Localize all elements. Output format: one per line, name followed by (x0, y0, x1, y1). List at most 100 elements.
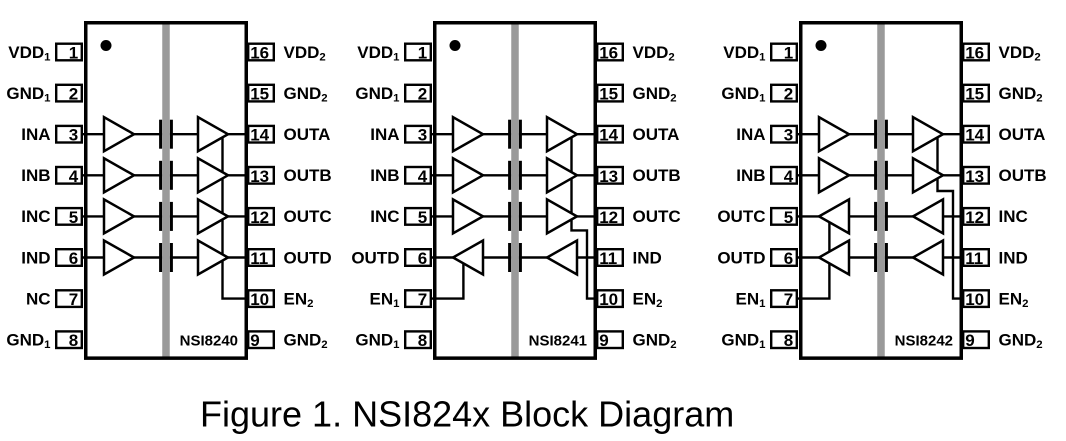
pin-14: 14 OUTA (596, 124, 680, 145)
pin-5-box (404, 206, 433, 226)
pin-6: 6 IND (21, 247, 84, 268)
pin-4: 4 INB (736, 165, 799, 186)
pin-11-box (246, 247, 275, 267)
pin-7-box (55, 289, 84, 309)
pin-10-number: 10 (965, 290, 984, 309)
pin-8-label-main: GND (721, 331, 759, 350)
pin-3-box (55, 124, 84, 144)
barrier-cap-c-left (508, 201, 512, 231)
barrier-caps (508, 119, 522, 272)
pin-8-label-main: GND (355, 331, 393, 350)
pin-7-number: 7 (418, 290, 427, 309)
barrier-cap-b-right (518, 160, 522, 190)
pin-13-label-main: OUTB (284, 166, 332, 185)
pin-6-box (770, 247, 799, 267)
pin-11: 11 OUTD (246, 247, 332, 268)
pin-9: 9 GND2 (246, 330, 328, 351)
pin-9-label: GND2 (999, 331, 1043, 352)
part-number-label: NSI8242 (895, 333, 953, 350)
pin-13-box (246, 165, 275, 185)
pin-7-number: 7 (69, 290, 78, 309)
pin-13-label: OUTB (999, 166, 1047, 185)
pin-2-label: GND1 (6, 84, 51, 105)
pin-8-label-subscript: 1 (393, 339, 400, 351)
pin-4-box (55, 165, 84, 185)
pin-15-box (246, 83, 275, 103)
pin-7-label: EN1 (736, 289, 767, 310)
pin-11-number: 11 (250, 249, 268, 268)
pin-1-number: 1 (784, 44, 793, 63)
buffer-c-right (196, 197, 231, 236)
pin-16-box (962, 42, 991, 62)
buffer-d-right (544, 238, 579, 277)
pin-2-box (55, 83, 84, 103)
buffer-c-right (545, 197, 580, 236)
pin-4-number: 4 (784, 167, 794, 186)
pin-8-label-main: GND (6, 331, 44, 350)
pin-8: 8 GND1 (355, 330, 433, 351)
buffer-b-right (545, 156, 580, 195)
pin-10-label-main: EN (633, 289, 657, 308)
pin-6-label-main: IND (21, 248, 50, 267)
isolation-barrier (162, 24, 170, 357)
barrier-cap-b-left (159, 160, 163, 190)
pin-7: 7 EN1 (736, 289, 799, 310)
pin-12-label-main: INC (999, 207, 1028, 226)
pin-13: 13 OUTB (246, 165, 332, 186)
pin-12-number: 12 (250, 208, 269, 227)
pin-5-label-main: OUTC (717, 207, 765, 226)
pin-15: 15 GND2 (596, 83, 677, 105)
pin-14-label: OUTA (284, 125, 331, 144)
pin-13-box (962, 165, 991, 185)
pin-16-label-main: VDD (999, 43, 1035, 62)
pin-3-number: 3 (418, 126, 427, 145)
pin-12-box (596, 206, 625, 226)
isolation-barrier (877, 24, 885, 357)
pin-5-label-main: INC (21, 207, 50, 226)
pin-2: 2 GND1 (6, 83, 84, 105)
pin-2-box (404, 83, 433, 103)
pin-5-label: INC (370, 207, 399, 226)
pin-14-label: OUTA (999, 125, 1046, 144)
pin-12: 12 OUTC (246, 206, 332, 227)
pin-13-box (596, 165, 625, 185)
pin-13-label-main: OUTB (633, 166, 681, 185)
pin-1-label-subscript: 1 (759, 52, 766, 64)
pin-12-label: OUTC (633, 207, 681, 226)
pin-1-label: VDD1 (357, 43, 400, 64)
pin-10-label-main: EN (284, 289, 308, 308)
pin-14-label-main: OUTA (633, 125, 680, 144)
pin-3: 3 INA (370, 124, 433, 145)
pin1-marker-dot (449, 40, 461, 51)
pin-11-label-main: IND (633, 248, 662, 267)
pin-8-box (404, 330, 433, 350)
pin-13-number: 13 (965, 167, 984, 186)
pin-1: 1 VDD1 (357, 42, 433, 64)
pin-11-label: OUTD (284, 248, 332, 267)
barrier-caps (874, 119, 888, 272)
pin-4-label: INB (21, 166, 50, 185)
pin-8-number: 8 (69, 331, 78, 350)
pin-6: 6 OUTD (717, 247, 799, 268)
buffer-a-left (817, 115, 852, 154)
pin-16-box (596, 42, 625, 62)
pin-4-label-main: INB (370, 166, 399, 185)
barrier-cap-d-right (169, 243, 173, 272)
pin-7: 7 EN1 (370, 289, 433, 310)
barrier-cap-c-left (874, 201, 878, 231)
pin-3: 3 INA (736, 124, 799, 145)
part-number-label: NSI8240 (180, 333, 238, 350)
pin-10: 10 EN2 (596, 289, 662, 310)
pin-16-number: 16 (599, 44, 618, 63)
barrier-cap-c-right (169, 201, 173, 231)
en2-enable-trace (221, 134, 250, 300)
buffer-a-right (196, 115, 231, 154)
pin-7-box (404, 289, 433, 309)
pin-10-number: 10 (599, 290, 618, 309)
buffer-d-left (816, 238, 851, 277)
barrier-cap-c-left (159, 201, 163, 231)
pin-16: 16 VDD2 (962, 42, 1041, 64)
pin-1-label-main: VDD (357, 43, 393, 62)
part-number-label: NSI8241 (529, 333, 587, 350)
chip-nsi8241: 1 VDD1 2 GND1 3 INA 4 INB 5 INC 6 OUTD 7… (351, 21, 681, 360)
